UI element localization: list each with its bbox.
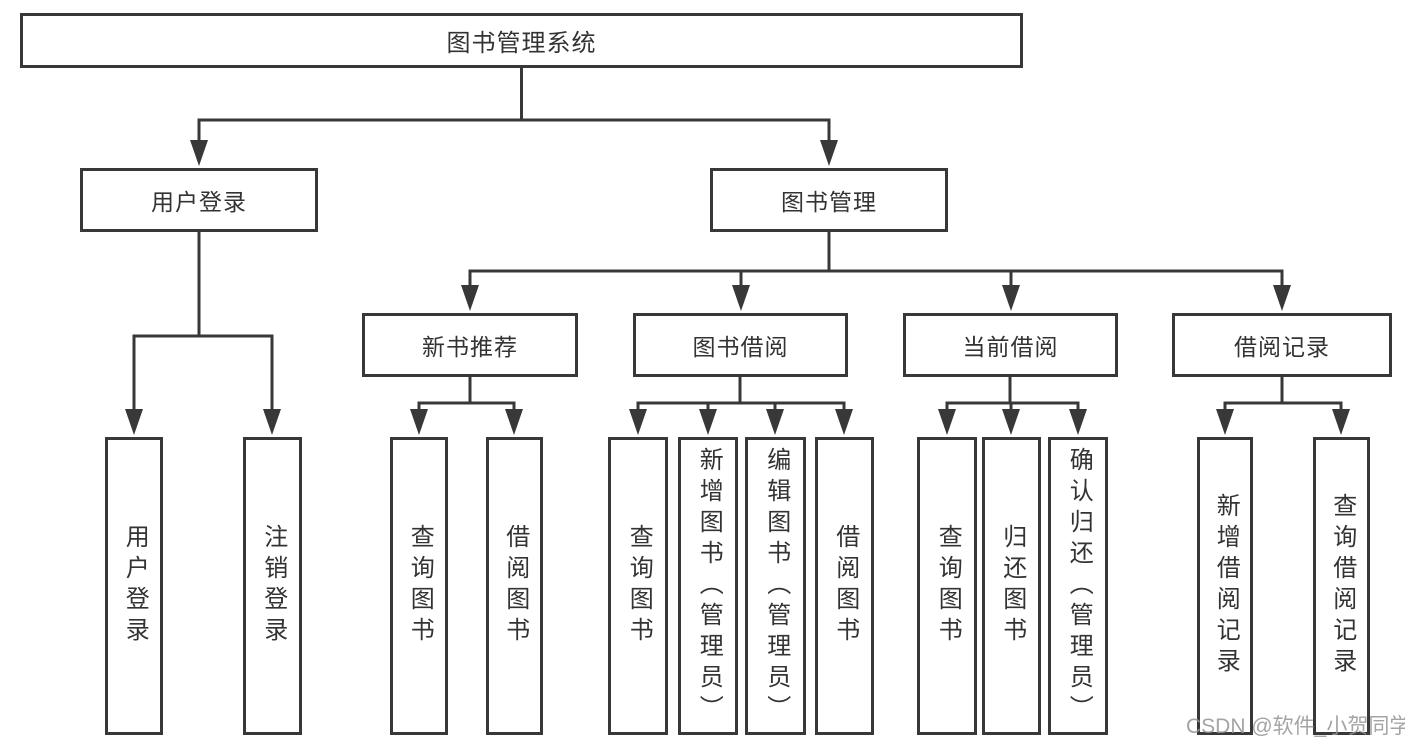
- leaf-confirm-return-admin-label: 确认归还（管理员）: [1065, 446, 1093, 726]
- arrow-heads: [125, 140, 1350, 435]
- leaf-query-books-current-label: 查询图书: [934, 524, 962, 648]
- leaf-query-borrow-record: 查询借阅记录: [1313, 437, 1370, 735]
- node-book-borrow: 图书借阅: [633, 313, 848, 377]
- node-new-book-recommend-label: 新书推荐: [422, 334, 518, 360]
- node-current-borrow-label: 当前借阅: [962, 334, 1059, 360]
- node-current-borrow: 当前借阅: [903, 313, 1118, 377]
- leaf-add-books-admin: 新增图书（管理员）: [678, 437, 738, 735]
- leaf-return-books-label: 归还图书: [998, 524, 1026, 648]
- leaf-borrow-books-recommend: 借阅图书: [486, 437, 543, 735]
- node-root-label: 图书管理系统: [446, 30, 597, 57]
- leaf-edit-books-admin: 编辑图书（管理员）: [745, 437, 806, 735]
- node-user-login: 用户登录: [80, 168, 318, 232]
- node-borrow-records-label: 借阅记录: [1234, 334, 1330, 360]
- leaf-return-books: 归还图书: [982, 437, 1041, 735]
- leaf-confirm-return-admin: 确认归还（管理员）: [1048, 437, 1108, 735]
- node-user-login-label: 用户登录: [151, 189, 247, 215]
- leaf-add-borrow-record-label: 新增借阅记录: [1212, 493, 1240, 679]
- leaf-logout: 注销登录: [243, 437, 302, 735]
- leaf-add-books-admin-label: 新增图书（管理员）: [695, 446, 723, 726]
- leaf-query-borrow-record-label: 查询借阅记录: [1328, 493, 1356, 679]
- leaf-query-books-current: 查询图书: [917, 437, 977, 735]
- leaf-user-login: 用户登录: [105, 437, 163, 735]
- leaf-borrow-books: 借阅图书: [815, 437, 874, 735]
- leaf-query-books-recommend: 查询图书: [390, 437, 448, 735]
- leaf-query-books-recommend-label: 查询图书: [406, 524, 434, 648]
- node-book-management-label: 图书管理: [781, 189, 877, 215]
- leaf-user-login-label: 用户登录: [121, 524, 149, 648]
- node-borrow-records: 借阅记录: [1172, 313, 1392, 377]
- leaf-add-borrow-record: 新增借阅记录: [1197, 437, 1253, 735]
- leaf-query-books-borrow: 查询图书: [608, 437, 668, 735]
- leaf-edit-books-admin-label: 编辑图书（管理员）: [762, 446, 790, 726]
- node-book-management: 图书管理: [710, 168, 948, 232]
- leaf-borrow-books-label: 借阅图书: [831, 524, 859, 648]
- leaf-query-books-borrow-label: 查询图书: [625, 524, 653, 648]
- leaf-logout-label: 注销登录: [259, 524, 287, 648]
- node-root-system: 图书管理系统: [20, 13, 1023, 68]
- leaf-borrow-books-recommend-label: 借阅图书: [501, 524, 529, 648]
- node-book-borrow-label: 图书借阅: [692, 334, 789, 360]
- node-new-book-recommend: 新书推荐: [362, 313, 578, 377]
